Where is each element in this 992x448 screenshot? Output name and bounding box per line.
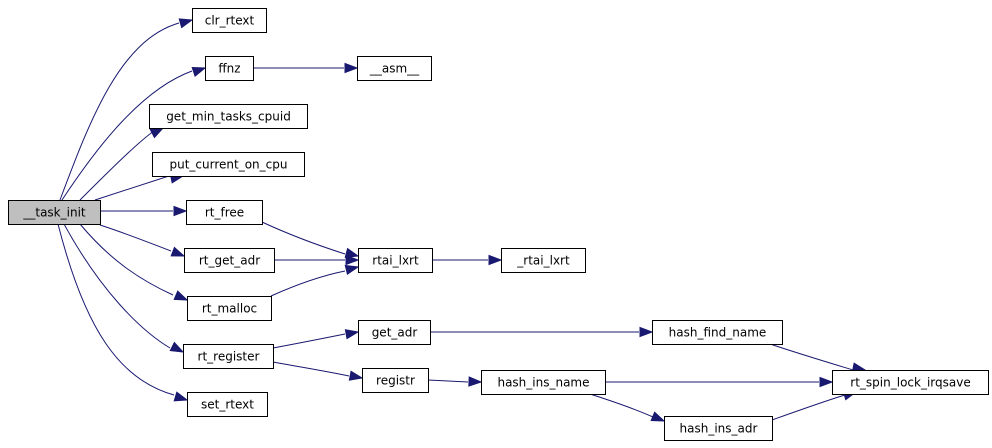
node-label: rt_spin_lock_irqsave (850, 376, 970, 390)
node-label: __asm__ (369, 62, 420, 76)
arrowhead-icon (169, 341, 185, 353)
node-label: rt_register (198, 350, 260, 364)
node-get-adr[interactable]: get_adr (358, 320, 431, 345)
edge-get-adr-to-hash-find-name (430, 326, 654, 338)
arrowhead-icon (344, 62, 359, 74)
arrowhead-icon (173, 205, 188, 217)
arrowhead-icon (468, 376, 483, 387)
arrowhead-icon (344, 247, 360, 258)
arrowhead-icon (650, 411, 666, 422)
node-label: rt_malloc (202, 302, 257, 316)
node-label: rtai_lxrt (372, 254, 419, 268)
node-label: ffnz (218, 62, 240, 76)
node-label: set_rtext (201, 398, 254, 412)
node-put-current-on-cpu[interactable]: put_current_on_cpu (152, 152, 305, 177)
edge-ffnz-to-asm (253, 62, 359, 74)
arrowhead-icon (178, 18, 194, 29)
arrowhead-icon (191, 67, 207, 77)
edge-task-init-to-get-min-tasks-cpuid (79, 127, 165, 201)
node-label: hash_ins_name (497, 376, 589, 390)
edge-task-init-to-clr-rtext (59, 18, 194, 201)
edge-task-init-to-set-rtext (57, 223, 189, 402)
node-label: __task_init (22, 206, 86, 220)
node-label: rt_free (205, 206, 244, 220)
arrowhead-icon (488, 254, 503, 266)
arrowhead-icon (173, 391, 189, 402)
edge-rt-malloc-to-rtai-lxrt (270, 264, 360, 297)
node-rt-malloc[interactable]: rt_malloc (187, 296, 272, 321)
node-rt-register[interactable]: rt_register (183, 344, 274, 369)
node-label: hash_ins_adr (680, 422, 758, 436)
edge-task-init-to-rt-free (100, 205, 188, 217)
node-label: rt_get_adr (199, 254, 260, 268)
node-hash-ins-name[interactable]: hash_ins_name (481, 370, 606, 395)
arrowhead-icon (170, 246, 186, 257)
node-registr[interactable]: registr (362, 368, 429, 393)
node-label: clr_rtext (205, 14, 255, 28)
node-label: registr (376, 374, 415, 388)
edge-rt-register-to-registr (272, 361, 364, 381)
node-rtai-lxrt[interactable]: _rtai_lxrt (501, 248, 586, 273)
node-hash-ins-adr[interactable]: hash_ins_adr (664, 416, 773, 441)
node-rt-free[interactable]: rt_free (186, 200, 263, 225)
edge-hash-ins-name-to-rt-spin-lock-irqsave (605, 376, 834, 388)
edge-hash-ins-name-to-hash-ins-adr (589, 393, 666, 422)
edge-rt-free-to-rtai-lxrt (261, 221, 360, 258)
node-label: hash_find_name (669, 326, 767, 340)
call-graph-edges (57, 18, 867, 422)
node-get-min-tasks-cpuid[interactable]: get_min_tasks_cpuid (149, 104, 308, 129)
arrowhead-icon (639, 326, 654, 338)
edge-task-init-to-put-current-on-cpu (94, 173, 185, 201)
edge-hash-find-name-to-rt-spin-lock-irqsave (769, 343, 867, 373)
arrowhead-icon (173, 290, 189, 301)
edge-registr-to-hash-ins-name (427, 376, 483, 387)
edge-rt-register-to-get-adr (272, 329, 360, 349)
node-label: get_min_tasks_cpuid (166, 110, 291, 124)
edge-task-init-to-rt-get-adr (99, 224, 186, 257)
edge-hash-ins-adr-to-rt-spin-lock-irqsave (771, 390, 858, 421)
node-rt-spin-lock-irqsave[interactable]: rt_spin_lock_irqsave (832, 370, 989, 395)
node-set-rtext[interactable]: set_rtext (187, 392, 268, 417)
arrowhead-icon (149, 127, 165, 139)
arrowhead-icon (344, 264, 360, 276)
arrowhead-icon (344, 329, 360, 340)
node-label: put_current_on_cpu (170, 158, 288, 172)
node-asm[interactable]: __asm__ (357, 56, 432, 81)
node-task-init[interactable]: __task_init (8, 200, 101, 225)
edge-task-init-to-rt-malloc (79, 223, 189, 301)
node-label: _rtai_lxrt (516, 254, 570, 268)
node-clr-rtext[interactable]: clr_rtext (192, 8, 267, 33)
arrowhead-icon (345, 254, 360, 266)
edge-rt-get-adr-to-rtai-lxrt (274, 254, 360, 266)
edge-task-init-to-ffnz (61, 67, 207, 201)
arrowhead-icon (348, 370, 364, 381)
edge-task-init-to-rt-register (63, 223, 185, 353)
node-hash-find-name[interactable]: hash_find_name (652, 320, 783, 345)
edge-rtai-lxrt-to--rtai-lxrt (432, 254, 503, 266)
node-rtai-lxrt[interactable]: rtai_lxrt (358, 248, 433, 273)
node-label: get_adr (372, 326, 418, 340)
node-ffnz[interactable]: ffnz (205, 56, 254, 81)
node-rt-get-adr[interactable]: rt_get_adr (184, 248, 275, 273)
arrowhead-icon (819, 376, 834, 388)
